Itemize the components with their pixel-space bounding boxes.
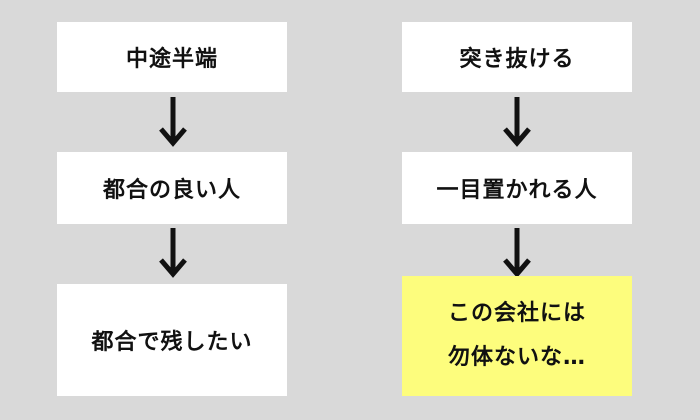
right-box-2: 一目置かれる人: [402, 152, 632, 224]
left-box-2: 都合の良い人: [57, 152, 287, 224]
left-box-1: 中途半端: [57, 22, 287, 92]
left-box-2-label: 都合の良い人: [102, 178, 241, 203]
arrow-down-icon: [153, 93, 193, 153]
arrow-down-icon: [153, 224, 193, 284]
arrow-down-icon: [497, 224, 537, 284]
arrow-down-icon: [497, 93, 537, 153]
left-box-3-label: 都合で残したい: [91, 330, 253, 355]
right-box-3-line2: 勿体ないな…: [447, 345, 586, 370]
right-box-3-line1: この会社には: [447, 301, 586, 326]
left-box-1-label: 中途半端: [125, 47, 218, 72]
right-box-1-label: 突き抜ける: [459, 47, 575, 72]
right-box-3: この会社には 勿体ないな…: [402, 276, 632, 396]
right-box-2-label: 一目置かれる人: [436, 178, 598, 203]
left-box-3: 都合で残したい: [57, 284, 287, 396]
right-box-1: 突き抜ける: [402, 22, 632, 92]
